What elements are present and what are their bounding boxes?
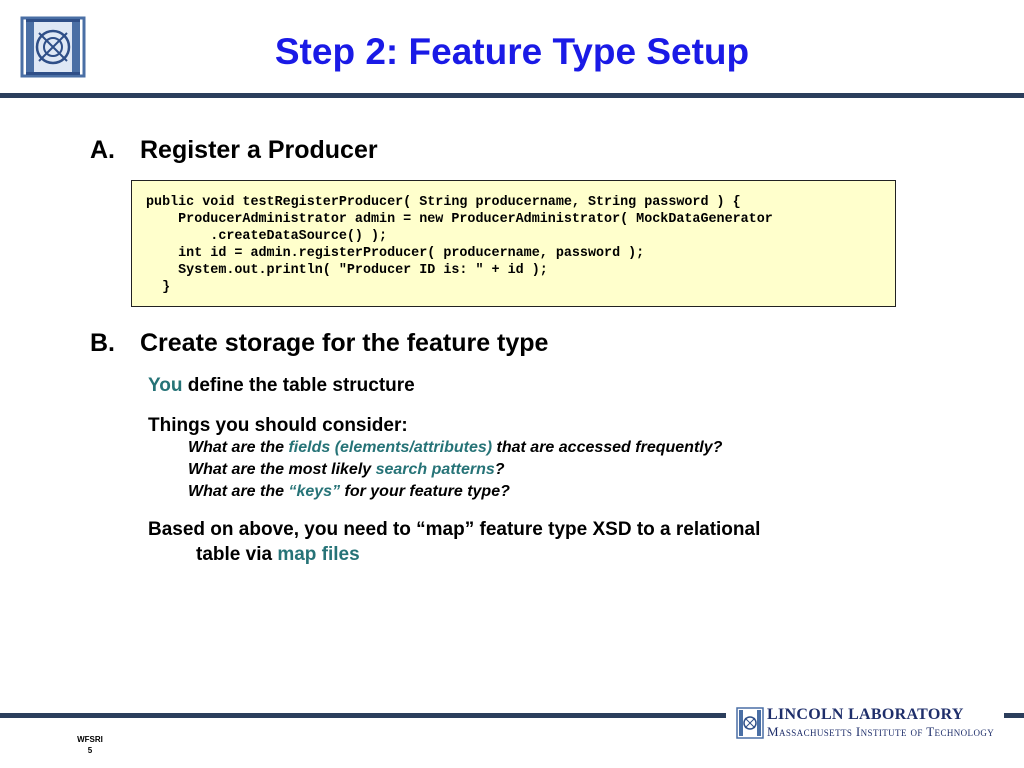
section-b-letter: B. (90, 329, 115, 357)
code-line: public void testRegisterProducer( String… (146, 195, 741, 210)
doc-id: WFSRI (77, 735, 103, 744)
you-define-text: define the table structure (182, 375, 415, 396)
lab-subtitle-text: Massachusetts Institute of Technology (767, 724, 995, 739)
lab-name: LINCOLN LABORATORY (767, 706, 964, 723)
consider-item-text: that are accessed frequently? (492, 439, 723, 456)
code-line: .createDataSource() ); (146, 229, 388, 244)
consider-item: What are the most likely search patterns… (188, 460, 505, 480)
footer-logo-icon (736, 707, 764, 739)
consider-item-text: for your feature type? (340, 483, 510, 500)
slide-title: Step 2: Feature Type Setup (274, 31, 750, 72)
code-line: ProducerAdministrator admin = new Produc… (146, 212, 773, 227)
consider-item-text: ? (494, 461, 505, 478)
section-b-heading: B. Create storage for the feature type (90, 328, 548, 358)
section-a-heading: A. Register a Producer (90, 135, 378, 165)
map-files-highlight: map files (277, 544, 360, 565)
consider-item: What are the fields (elements/attributes… (188, 438, 722, 458)
section-a-label: Register a Producer (140, 136, 378, 164)
code-line: } (146, 280, 171, 295)
code-line: System.out.println( "Producer ID is: " +… (146, 263, 548, 278)
consider-item-highlight: “keys” (288, 483, 341, 500)
based-line-1: Based on above, you need to “map” featur… (148, 519, 761, 540)
page-number: 5 (87, 746, 93, 755)
consider-item-text: What are the most likely (188, 461, 376, 478)
you-define-line: You define the table structure (148, 374, 415, 397)
consider-item-highlight: fields (elements/attributes) (288, 439, 493, 456)
consider-item-text: What are the (188, 483, 289, 500)
footer-rule (0, 713, 726, 718)
code-line: int id = admin.registerProducer( produce… (146, 246, 645, 261)
code-block: public void testRegisterProducer( String… (131, 180, 896, 307)
header-rule (0, 93, 1024, 98)
consider-item-highlight: search patterns (375, 461, 495, 478)
footer-rule-right (1004, 713, 1024, 718)
footer-id: WFSRI 5 (70, 734, 110, 756)
lab-subtitle: Massachusetts Institute of Technology (767, 725, 994, 739)
based-line-2: table via map files (196, 543, 360, 566)
section-b-label: Create storage for the feature type (140, 329, 549, 357)
you-highlight: You (148, 375, 183, 396)
consider-item: What are the “keys” for your feature typ… (188, 482, 510, 502)
consider-label: Things you should consider: (148, 415, 408, 436)
based-line-2-text: table via (196, 544, 278, 565)
lincoln-lab-logo-icon (20, 16, 86, 78)
consider-item-text: What are the (188, 439, 289, 456)
section-a-letter: A. (90, 136, 115, 164)
